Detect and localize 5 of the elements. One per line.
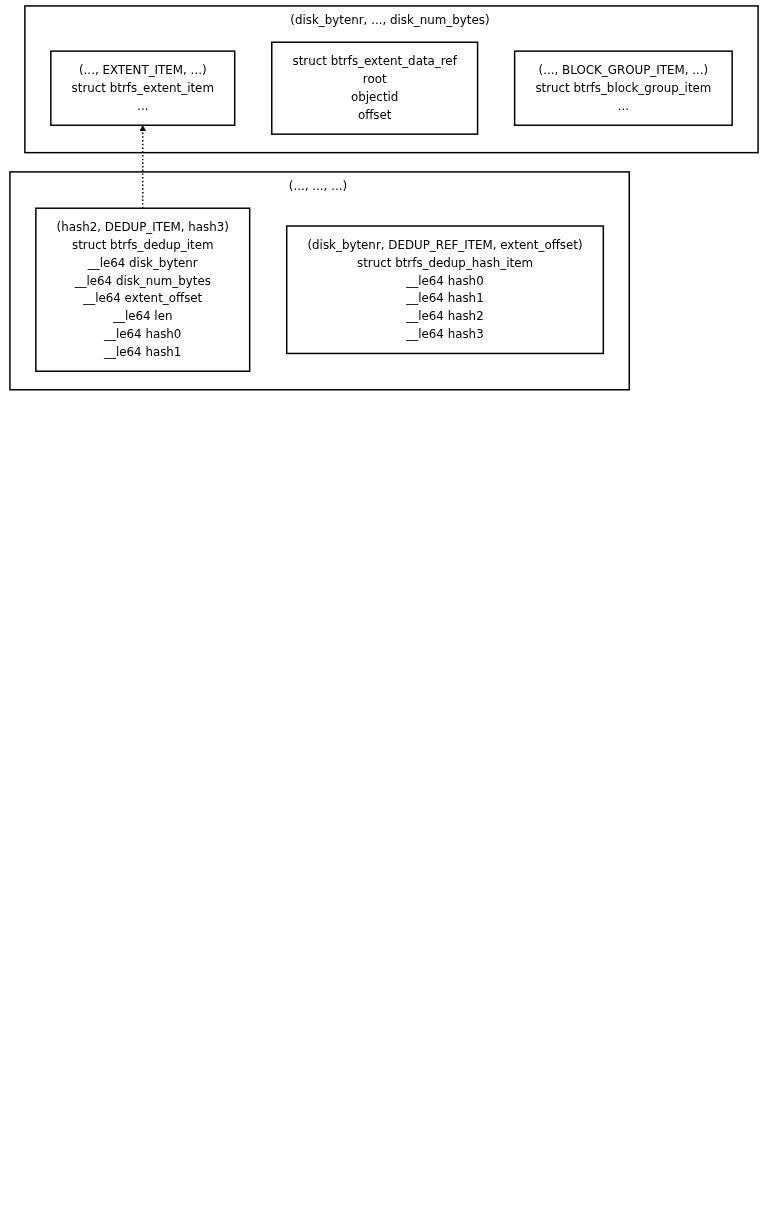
node-box: (hash2, DEDUP_ITEM, hash3) struct btrfs_dedup_item __le64 disk_bytenr __le64 disk_num_bytes __le64 extent_offset __le64 len __le64 hash0 __le64 hash1 [35, 207, 251, 372]
node-box: (..., EXTENT_ITEM, ...) struct btrfs_extent_item ... [50, 50, 236, 126]
node-box: (disk_bytenr, DEDUP_REF_ITEM, extent_offset) struct btrfs_dedup_hash_item __le64 hash0 __le64 hash1 __le64 hash2 __le64 hash3 [286, 225, 605, 355]
node-box: struct btrfs_extent_data_ref root objectid offset [271, 41, 479, 135]
node-box: (..., BLOCK_GROUP_ITEM, ...) struct btrfs_block_group_item ... [513, 50, 733, 126]
